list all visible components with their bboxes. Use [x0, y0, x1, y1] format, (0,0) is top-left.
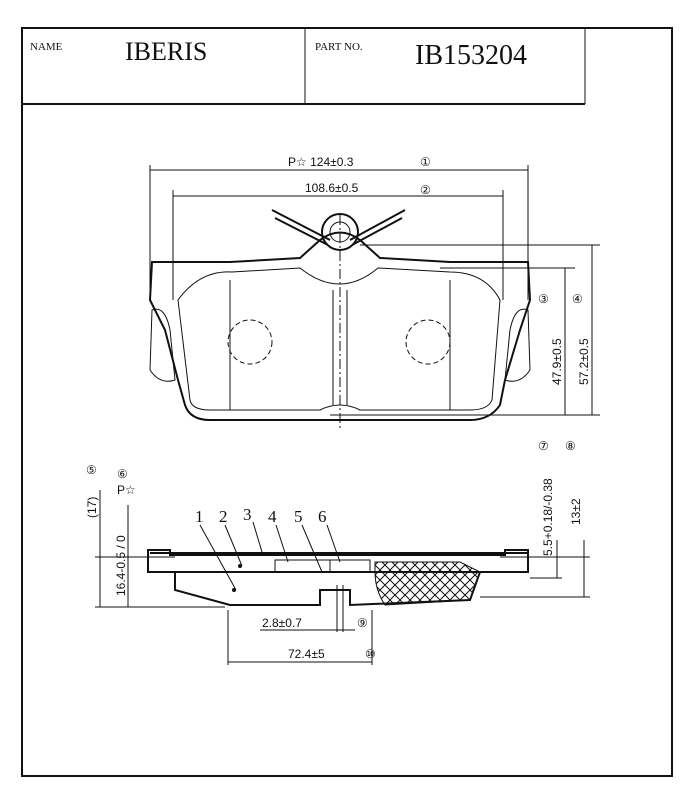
dim6-marker: ⑥	[117, 467, 128, 481]
dim3-text: 47.9±0.5	[550, 338, 564, 385]
dim10-marker: ⑩	[365, 647, 376, 661]
dim5-text: (17)	[85, 497, 99, 518]
dim7-text: 5.5+0.18/-0.38	[541, 478, 555, 556]
pad-side-view	[147, 549, 529, 607]
part-label: PART NO.	[315, 41, 363, 53]
side-dimensions	[95, 490, 590, 665]
callout-4: 4	[268, 507, 277, 526]
dim1-marker: ①	[420, 155, 431, 169]
top-dimensions	[149, 165, 600, 416]
dim9-marker: ⑨	[357, 616, 368, 630]
dim2-marker: ②	[420, 183, 431, 197]
callout-2: 2	[219, 507, 228, 526]
dim4-text: 57.2±0.5	[577, 338, 591, 385]
dim6-prefix: P☆	[117, 483, 136, 497]
name-value: IBERIS	[125, 37, 207, 66]
dim8-marker: ⑧	[565, 439, 576, 453]
dim6-text: 16.4-0.5 / 0	[114, 535, 128, 596]
callout-1: 1	[195, 507, 204, 526]
callout-5: 5	[294, 507, 303, 526]
dim4-marker: ④	[572, 292, 583, 306]
dim9-text: 2.8±0.7	[262, 616, 302, 630]
dim3-marker: ③	[538, 292, 549, 306]
drawing-frame	[21, 27, 673, 777]
dim10-text: 72.4±5	[288, 647, 325, 661]
dim5-marker: ⑤	[86, 463, 97, 477]
dim7-marker: ⑦	[538, 439, 549, 453]
dim8-text: 13±2	[569, 498, 583, 525]
name-label: NAME	[30, 41, 63, 53]
callout-6: 6	[318, 507, 327, 526]
dim1-text: P☆ 124±0.3	[288, 155, 354, 169]
callout-3: 3	[243, 505, 252, 524]
dim2-text: 108.6±0.5	[305, 181, 359, 195]
part-value: IB153204	[415, 40, 527, 71]
pad-top-view	[148, 209, 532, 430]
